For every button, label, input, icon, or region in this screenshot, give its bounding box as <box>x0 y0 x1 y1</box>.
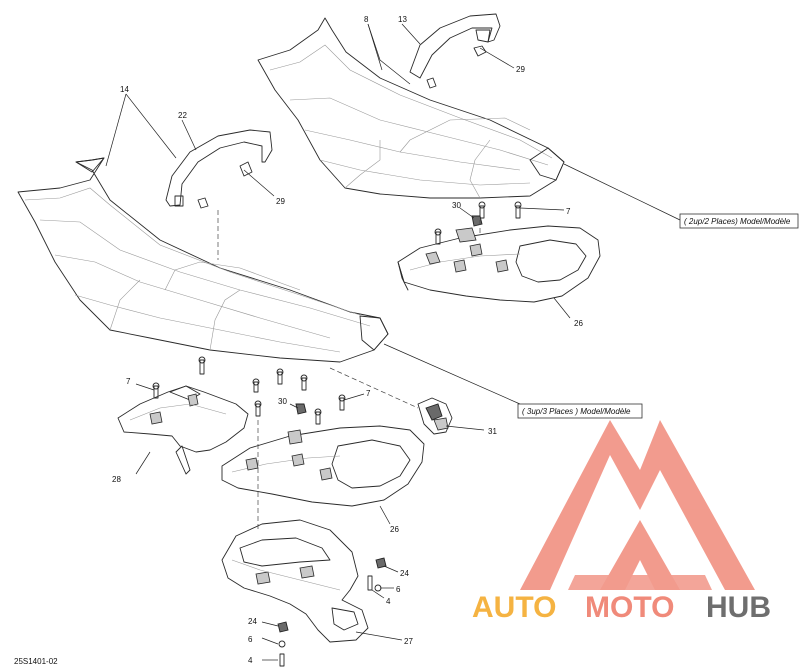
callout-13: 13 <box>398 15 407 24</box>
watermark-hub: HUB <box>706 591 771 624</box>
watermark-text: AUTO MOTO HUB <box>472 591 771 624</box>
clip-29-top <box>426 45 487 89</box>
watermark-moto: MOTO <box>585 591 674 624</box>
logo-base <box>568 575 712 590</box>
grab-handle-26-top <box>397 225 601 303</box>
callout-numbers: 8 13 29 14 22 29 30 7 26 7 30 7 31 28 26… <box>112 15 583 665</box>
leader-lines <box>105 23 681 661</box>
seat-2up <box>257 17 565 199</box>
callout-7-top: 7 <box>566 207 571 216</box>
callout-26-bottom: 26 <box>390 525 399 534</box>
strap-22 <box>165 129 273 207</box>
clip-29-left <box>197 161 253 209</box>
callout-8: 8 <box>364 15 369 24</box>
callout-24-left: 24 <box>248 617 257 626</box>
label-2up-text: ( 2up/2 Places) Model/Modèle <box>684 217 791 226</box>
callout-14: 14 <box>120 85 129 94</box>
model-label-3up: ( 3up/3 Places ) Model/Modèle <box>517 403 643 419</box>
strap-13 <box>409 13 501 79</box>
callout-30-top: 30 <box>452 201 461 210</box>
label-3up-text: ( 3up/3 Places ) Model/Modèle <box>522 407 631 416</box>
callout-28: 28 <box>112 475 121 484</box>
callout-4-left: 4 <box>248 656 253 665</box>
callout-6-right: 6 <box>396 585 401 594</box>
callout-29-top: 29 <box>516 65 525 74</box>
watermark-logo <box>520 420 755 590</box>
callout-24-right: 24 <box>400 569 409 578</box>
watermark-auto: AUTO <box>472 591 556 624</box>
screws-top <box>434 201 522 245</box>
callout-22: 22 <box>178 111 187 120</box>
screws-lower <box>152 356 346 425</box>
callout-7-right: 7 <box>366 389 371 398</box>
bracket-28 <box>117 385 249 475</box>
callout-4-right: 4 <box>386 597 391 606</box>
seat-3up <box>17 157 389 363</box>
fasteners-bottom <box>277 557 387 667</box>
callout-31: 31 <box>488 427 497 436</box>
callout-29-left: 29 <box>276 197 285 206</box>
logo-inner-triangle <box>600 520 680 590</box>
assembly-lines <box>217 210 481 530</box>
callout-27: 27 <box>404 637 413 646</box>
logo-outer-triangle <box>520 420 755 590</box>
callout-26-top: 26 <box>574 319 583 328</box>
callout-7-left: 7 <box>126 377 131 386</box>
callout-6-left: 6 <box>248 635 253 644</box>
model-label-2up: ( 2up/2 Places) Model/Modèle <box>679 213 799 229</box>
base-27 <box>221 519 369 643</box>
callout-30-lower: 30 <box>278 397 287 406</box>
latch-31 <box>417 397 453 435</box>
grab-handle-26-bottom <box>221 425 425 507</box>
drawing-code: 25S1401-02 <box>14 657 58 666</box>
